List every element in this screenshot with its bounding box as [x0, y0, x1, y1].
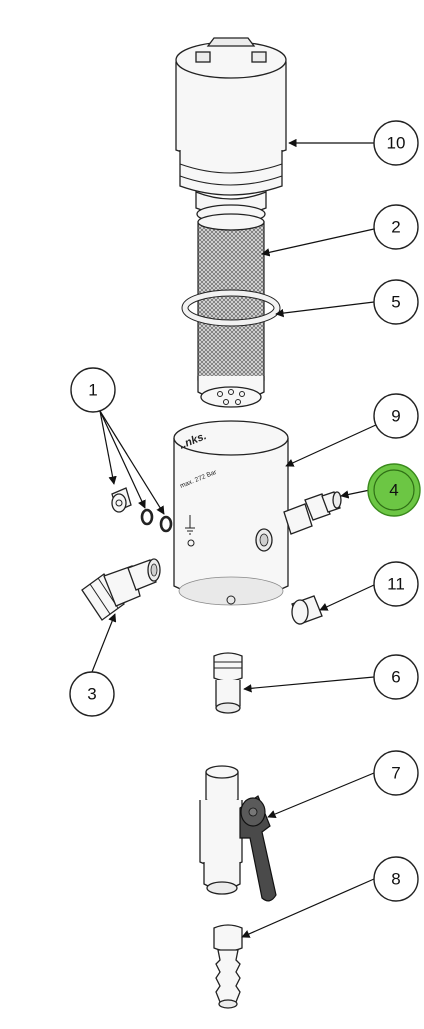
callout-1-number: 1	[88, 381, 97, 400]
callout-4-number: 4	[389, 481, 398, 500]
callout-6-number: 6	[391, 668, 400, 687]
callout-2[interactable]: 2	[373, 204, 419, 250]
callout-5-number: 5	[391, 293, 400, 312]
callout-8[interactable]: 8	[373, 856, 419, 902]
part-5-o-ring	[181, 289, 281, 327]
leader-lines	[91, 138, 379, 938]
callout-9[interactable]: 9	[373, 393, 419, 439]
callout-1[interactable]: 1	[70, 367, 116, 413]
callout-7[interactable]: 7	[373, 750, 419, 796]
callout-5[interactable]: 5	[373, 279, 419, 325]
callout-11-number: 11	[387, 575, 405, 594]
part-6-nipple	[213, 652, 243, 714]
part-7-ball-valve	[199, 765, 277, 902]
callout-10-number: 10	[387, 134, 406, 153]
callout-8-number: 8	[391, 870, 400, 889]
callout-9-number: 9	[391, 407, 400, 426]
callout-7-number: 7	[391, 764, 400, 783]
part-1-screw-and-washers	[111, 487, 173, 533]
callout-10[interactable]: 10	[373, 120, 419, 166]
callout-3[interactable]: 3	[69, 671, 115, 717]
part-10-cap	[175, 37, 287, 224]
part-11-plug	[291, 595, 323, 625]
part-8-hose-barb	[213, 924, 243, 1009]
callout-4-highlighted[interactable]: 4	[367, 463, 421, 517]
callout-2-number: 2	[391, 218, 400, 237]
part-4-side-fitting	[283, 491, 342, 535]
part-3-inlet-fitting	[81, 558, 161, 621]
part-9-main-body: ..nks. max. 272 Bar	[173, 420, 289, 606]
callout-3-number: 3	[87, 685, 96, 704]
callout-11[interactable]: 11	[373, 561, 419, 607]
callout-6[interactable]: 6	[373, 654, 419, 700]
part-2-filter-mesh	[197, 213, 265, 408]
